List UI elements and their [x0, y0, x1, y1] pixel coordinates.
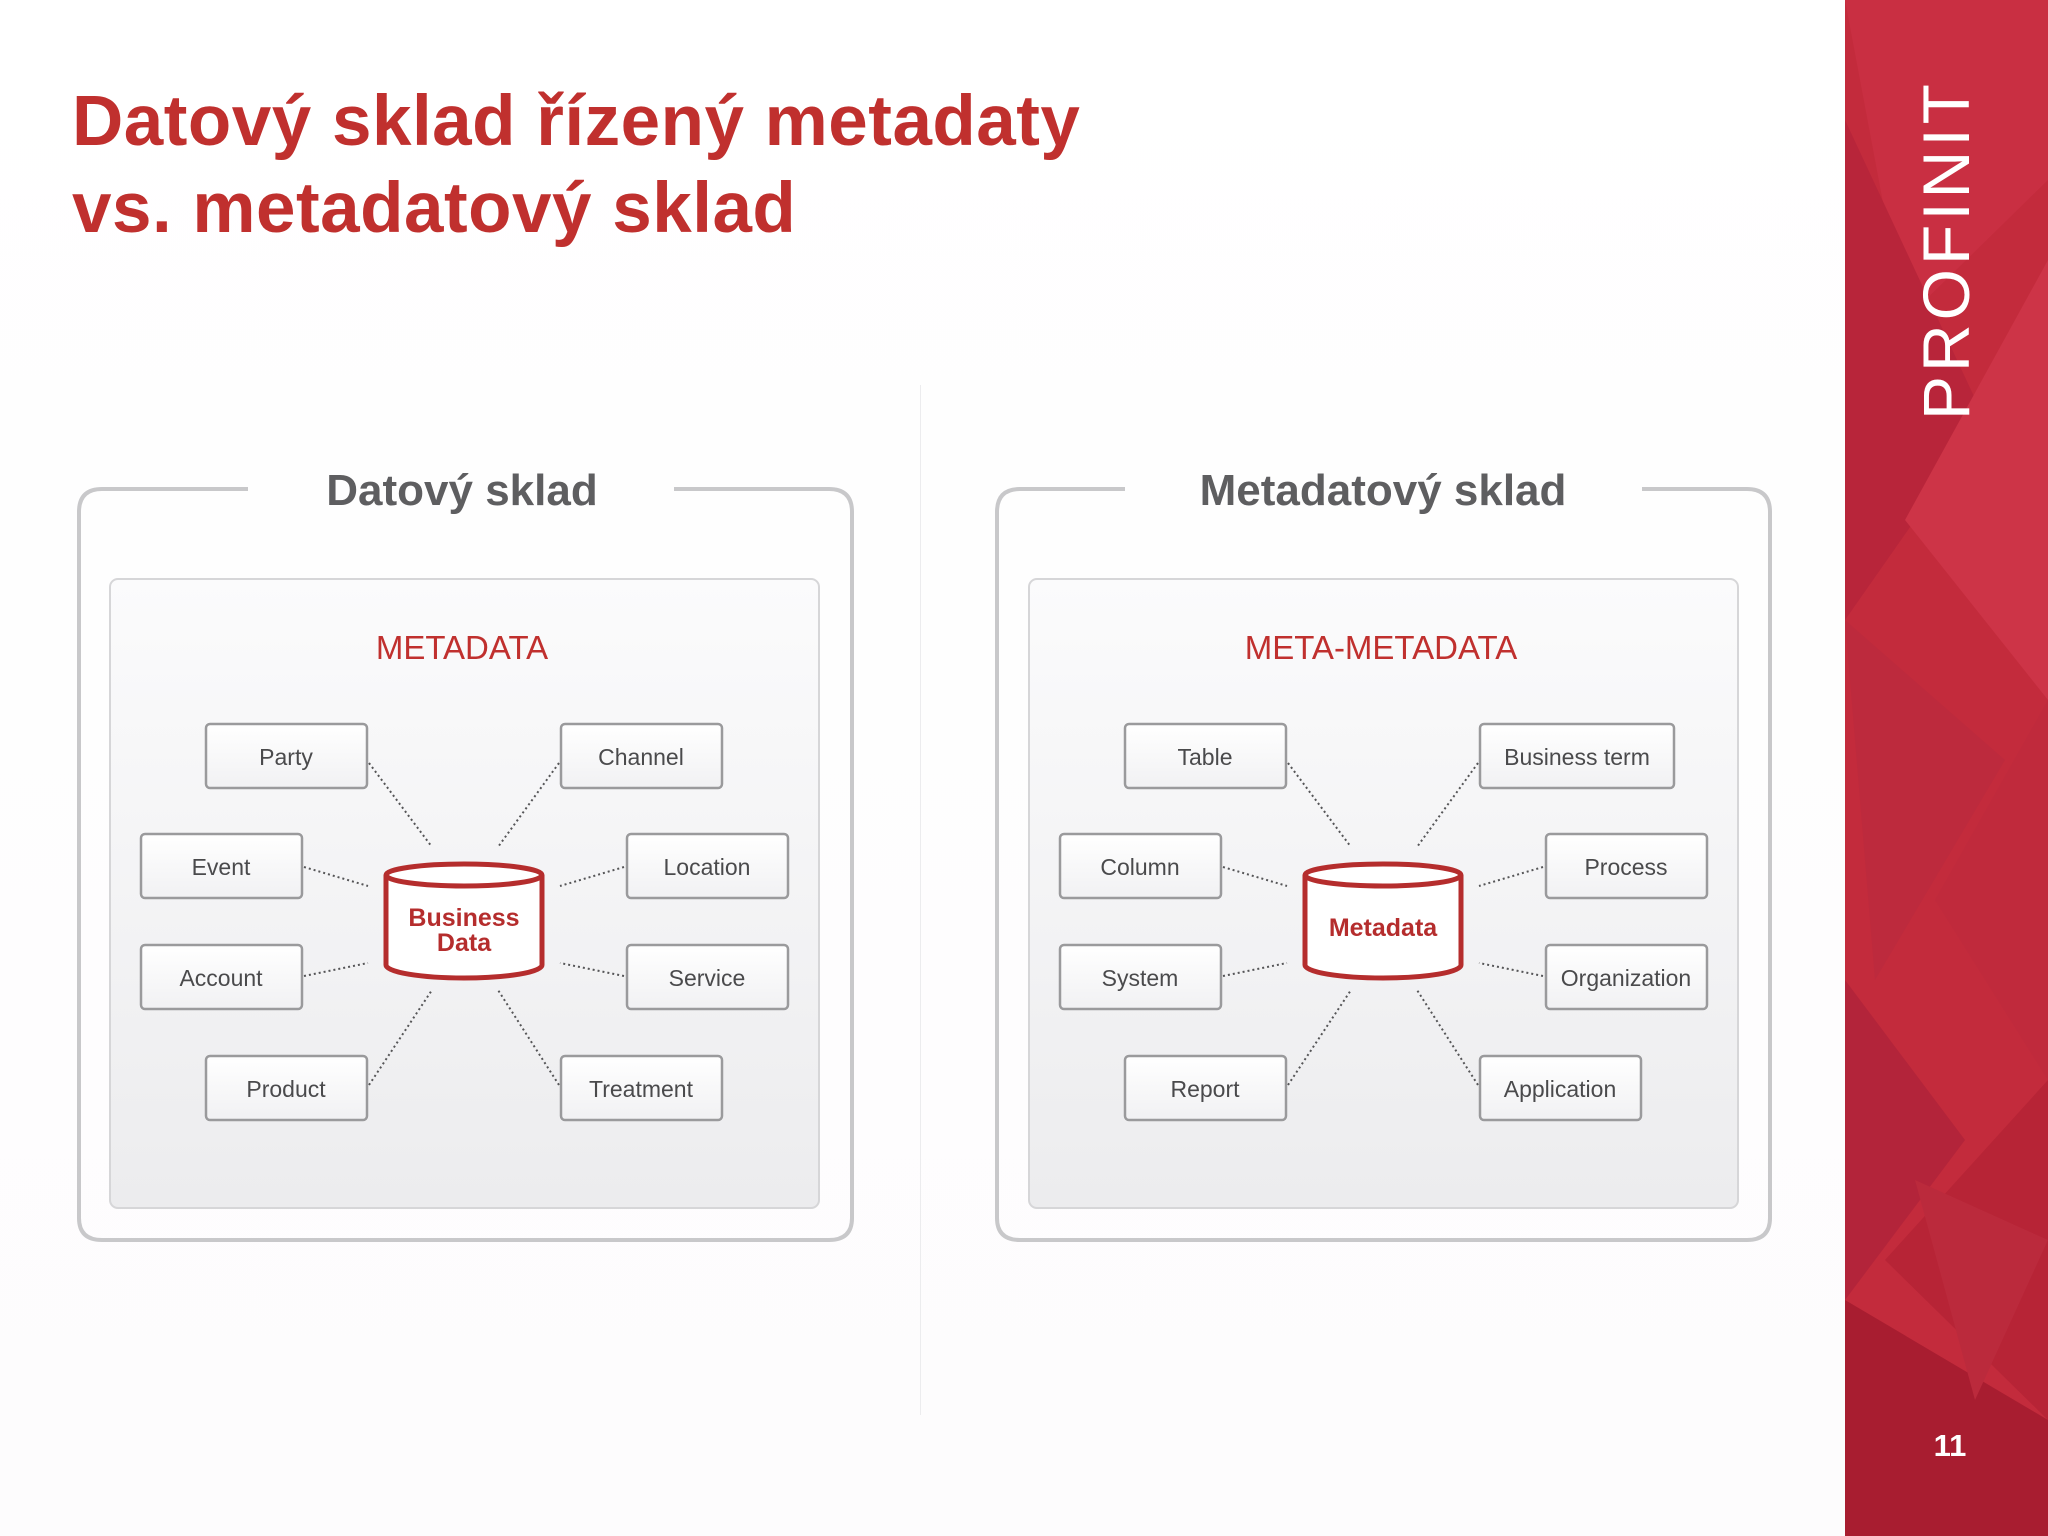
entity-label: Process	[1584, 854, 1667, 880]
title-line-1: Datový sklad řízený metadaty	[72, 82, 1081, 161]
inner-title-metadata: METADATA	[376, 629, 548, 666]
entity-box: Treatment	[559, 1054, 724, 1122]
panel-datovy-sklad: Datový sklad METADATA Business Data	[77, 466, 854, 1242]
inner-title-meta-metadata: META-METADATA	[1245, 629, 1518, 666]
entity-label: Event	[192, 854, 251, 880]
entity-box: Organization	[1544, 943, 1709, 1011]
entity-label: Treatment	[589, 1076, 694, 1102]
entity-box: Report	[1123, 1054, 1288, 1122]
entity-box: Party	[204, 722, 369, 790]
entity-box: Product	[204, 1054, 369, 1122]
entity-label: Product	[246, 1076, 326, 1102]
diagrams-canvas: Datový sklad METADATA Business Data	[77, 466, 1772, 1242]
entity-box: Location	[625, 832, 790, 900]
brand-sidebar: PROFINIT	[1845, 0, 2048, 1536]
entity-box: Process	[1544, 832, 1709, 900]
entity-box: Service	[625, 943, 790, 1011]
connector-lines	[303, 762, 625, 1086]
entity-label: Organization	[1561, 965, 1691, 991]
entity-label: Column	[1100, 854, 1179, 880]
entity-box: Event	[139, 832, 304, 900]
database-label-line-1: Business	[408, 904, 519, 932]
database-label-line-2: Data	[437, 929, 492, 957]
entity-label: Account	[179, 965, 263, 991]
entity-label: Channel	[598, 744, 684, 770]
entity-box: Channel	[559, 722, 724, 790]
database-label: Metadata	[1329, 914, 1438, 942]
entity-box: Business term	[1478, 722, 1676, 790]
center-divider	[920, 385, 921, 1415]
panel-frame	[995, 487, 1772, 1242]
entity-box: Application	[1478, 1054, 1643, 1122]
entity-label: Table	[1178, 744, 1233, 770]
page-number: 11	[1933, 1428, 1967, 1463]
entity-box: Table	[1123, 722, 1288, 790]
slide-title: Datový sklad řízený metadaty vs. metadat…	[72, 78, 1372, 252]
entity-label: System	[1102, 965, 1179, 991]
panel-frame	[77, 487, 854, 1242]
entity-label: Application	[1504, 1076, 1617, 1102]
entity-box: Account	[139, 943, 304, 1011]
panel-title: Metadatový sklad	[1200, 466, 1567, 515]
title-line-2: vs. metadatový sklad	[72, 169, 797, 248]
entity-label: Party	[259, 744, 313, 770]
entity-label: Business term	[1504, 744, 1650, 770]
connector-lines	[1222, 762, 1544, 1086]
entity-label: Service	[669, 965, 746, 991]
panel-metadatovy-sklad: Metadatový sklad META-METADATA Metadata	[995, 466, 1772, 1242]
entity-label: Location	[664, 854, 751, 880]
entity-box: Column	[1058, 832, 1223, 900]
entity-box: System	[1058, 943, 1223, 1011]
database-business-data: Business Data	[383, 861, 545, 981]
entity-label: Report	[1170, 1076, 1240, 1102]
profinit-logo-text: PROFINIT	[1909, 80, 1983, 420]
database-metadata: Metadata	[1302, 861, 1464, 981]
panel-title: Datový sklad	[326, 466, 597, 515]
sidebar-pattern	[1845, 0, 2048, 1536]
